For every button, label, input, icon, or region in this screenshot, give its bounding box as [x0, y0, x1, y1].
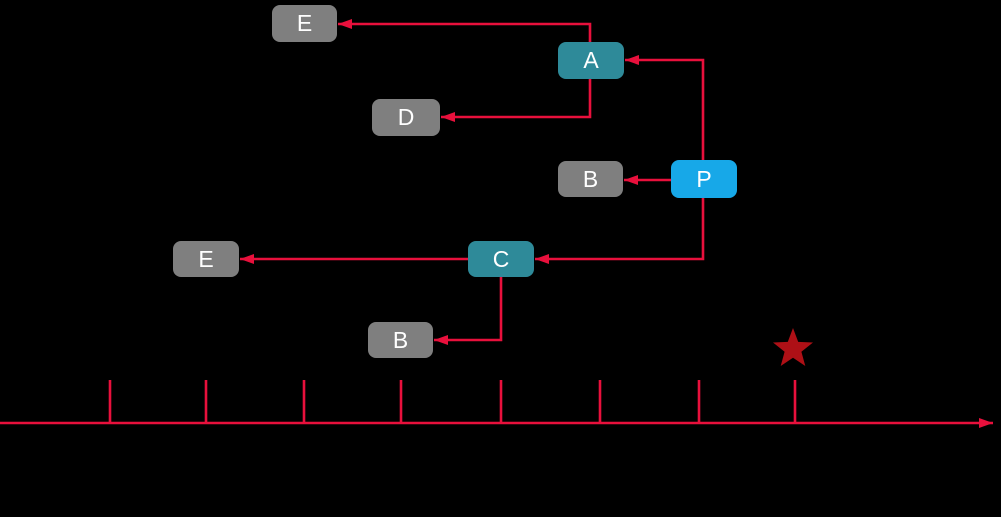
node-e2: E: [173, 241, 239, 277]
timeline-ticks: [108, 380, 797, 423]
node-c: C: [468, 241, 534, 277]
node-d: D: [372, 99, 440, 136]
node-b1: B: [558, 161, 623, 197]
node-b2-label: B: [392, 326, 409, 353]
node-p-label: P: [696, 165, 712, 192]
edge-a-to-e1: [338, 19, 592, 44]
edge-a-to-d: [441, 78, 592, 122]
edge-p-to-c: [535, 196, 705, 264]
node-e1-label: E: [296, 10, 313, 36]
milestone-star-icon: [773, 328, 813, 366]
node-p: P: [671, 160, 737, 198]
edge-c-to-b2: [434, 277, 503, 345]
node-a: A: [558, 42, 624, 79]
node-c-label: C: [492, 245, 510, 272]
node-b1-label: B: [582, 165, 599, 192]
node-e1: E: [272, 5, 337, 42]
node-b2: B: [368, 322, 433, 358]
edge-p-to-a: [625, 55, 705, 160]
node-a-label: A: [583, 47, 599, 73]
node-e2-label: E: [198, 245, 214, 272]
node-d-label: D: [397, 104, 415, 130]
